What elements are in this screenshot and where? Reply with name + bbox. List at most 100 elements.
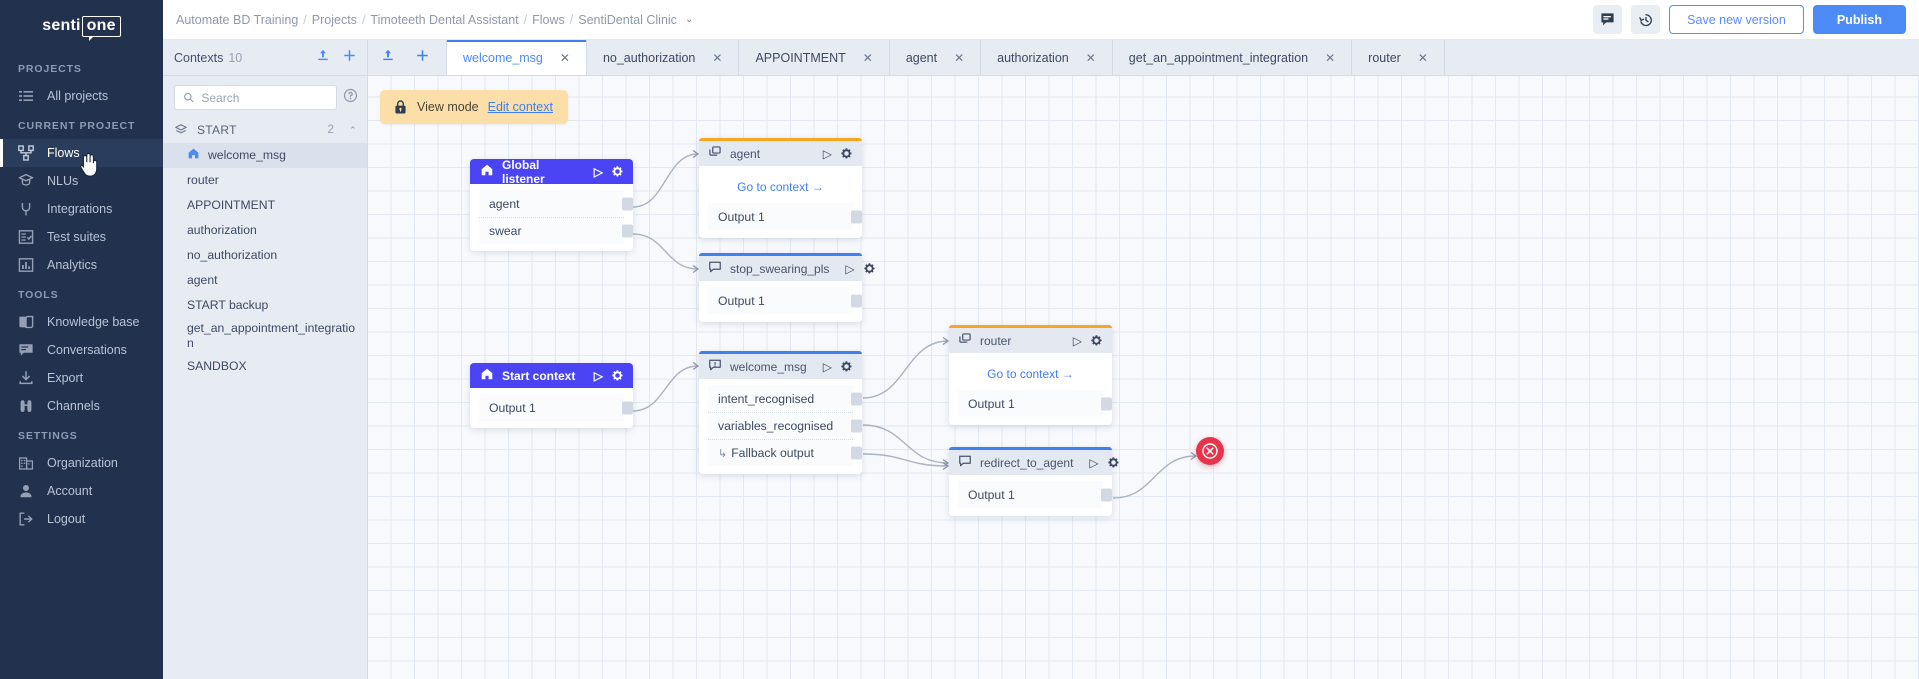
output-port[interactable] xyxy=(851,446,862,460)
tab-welcome_msg[interactable]: welcome_msg✕ xyxy=(446,40,587,75)
new-tab-button[interactable] xyxy=(415,48,430,68)
context-item-authorization[interactable]: authorization xyxy=(163,218,367,243)
node-stop-swearing-pls[interactable]: stop_swearing_pls▷ Output 1 xyxy=(699,253,875,322)
breadcrumb-item-1[interactable]: Projects xyxy=(311,12,357,27)
node-settings-button[interactable] xyxy=(840,360,853,373)
flow-canvas[interactable]: View mode Edit context Global listener▷a… xyxy=(368,76,1919,679)
node-settings-button[interactable] xyxy=(1090,334,1103,347)
node-output-row[interactable]: agent xyxy=(479,190,633,217)
sidebar-item-test-suites[interactable]: Test suites xyxy=(0,223,163,251)
node-output-row[interactable]: Output 1 xyxy=(708,287,862,314)
sidebar-item-logout[interactable]: Logout xyxy=(0,505,163,533)
help-button[interactable] xyxy=(343,88,358,108)
node-output-row[interactable]: ↳Fallback output xyxy=(708,439,862,466)
output-port[interactable] xyxy=(851,210,862,223)
output-port[interactable] xyxy=(851,419,862,433)
tab-close-icon[interactable]: ✕ xyxy=(954,50,965,65)
node-router[interactable]: router▷ Go to context →Output 1 xyxy=(949,325,1112,425)
run-node-button[interactable]: ▷ xyxy=(822,146,832,161)
node-output-row[interactable]: Output 1 xyxy=(708,203,862,230)
search-input[interactable] xyxy=(201,90,328,105)
tab-appointment[interactable]: APPOINTMENT✕ xyxy=(739,40,890,75)
output-port[interactable] xyxy=(851,294,862,307)
go-to-context-link[interactable]: Go to context → xyxy=(949,359,1112,390)
breadcrumb-item-4[interactable]: SentiDental Clinic xyxy=(578,12,677,27)
tab-get_an_appointment_integration[interactable]: get_an_appointment_integration✕ xyxy=(1113,40,1353,75)
tab-agent[interactable]: agent✕ xyxy=(890,40,982,75)
sidebar-item-analytics[interactable]: Analytics xyxy=(0,251,163,279)
chevron-up-icon[interactable]: ⌃ xyxy=(349,124,357,135)
search-box[interactable] xyxy=(174,85,337,110)
comments-button[interactable] xyxy=(1593,5,1623,34)
sidebar-item-conversations[interactable]: Conversations xyxy=(0,336,163,364)
output-port[interactable] xyxy=(622,197,633,210)
edit-context-link[interactable]: Edit context xyxy=(487,100,553,114)
breadcrumb-item-0[interactable]: Automate BD Training xyxy=(176,12,299,27)
node-settings-button[interactable] xyxy=(840,147,853,160)
run-node-button[interactable]: ▷ xyxy=(845,261,855,276)
sidebar-item-account[interactable]: Account xyxy=(0,477,163,505)
run-node-button[interactable]: ▷ xyxy=(1072,333,1082,348)
node-header[interactable]: router▷ xyxy=(949,328,1112,353)
breadcrumb-item-2[interactable]: Timoteeth Dental Assistant xyxy=(370,12,519,27)
breadcrumb-item-3[interactable]: Flows xyxy=(532,12,565,27)
context-item-sandbox[interactable]: SANDBOX xyxy=(163,354,367,379)
node-output-row[interactable]: swear xyxy=(479,217,633,244)
output-port[interactable] xyxy=(1101,488,1112,501)
tab-close-icon[interactable]: ✕ xyxy=(712,50,723,65)
run-node-button[interactable]: ▷ xyxy=(1089,455,1099,470)
node-settings-button[interactable] xyxy=(611,165,624,178)
node-output-row[interactable]: Output 1 xyxy=(479,394,633,421)
save-new-version-button[interactable]: Save new version xyxy=(1669,5,1804,34)
sidebar-item-integrations[interactable]: Integrations xyxy=(0,195,163,223)
output-port[interactable] xyxy=(622,224,633,238)
tab-close-icon[interactable]: ✕ xyxy=(1417,50,1428,65)
context-item-start-backup[interactable]: START backup xyxy=(163,293,367,318)
stop-node[interactable] xyxy=(1196,437,1224,465)
sidebar-item-organization[interactable]: Organization xyxy=(0,449,163,477)
contexts-group-start[interactable]: START 2 ⌃ xyxy=(163,116,367,143)
context-item-agent[interactable]: agent xyxy=(163,268,367,293)
node-header[interactable]: stop_swearing_pls▷ xyxy=(699,256,875,281)
output-port[interactable] xyxy=(1101,397,1112,410)
sidebar-item-export[interactable]: Export xyxy=(0,364,163,392)
tab-authorization[interactable]: authorization✕ xyxy=(981,40,1113,75)
node-redirect-to-agent[interactable]: redirect_to_agent▷Output 1 xyxy=(949,447,1119,516)
node-output-row[interactable]: variables_recognised xyxy=(708,412,862,439)
publish-button[interactable]: Publish xyxy=(1812,5,1906,34)
context-item-appointment[interactable]: APPOINTMENT xyxy=(163,193,367,218)
sidebar-item-knowledge-base[interactable]: Knowledge base xyxy=(0,308,163,336)
run-node-button[interactable]: ▷ xyxy=(822,359,832,374)
add-context-button[interactable] xyxy=(342,48,357,68)
node-output-row[interactable]: Output 1 xyxy=(958,481,1112,508)
node-settings-button[interactable] xyxy=(863,262,876,275)
run-node-button[interactable]: ▷ xyxy=(593,368,603,383)
context-item-get_an_appointment_integration[interactable]: get_an_appointment_integration xyxy=(163,318,367,354)
version-history-button[interactable] xyxy=(1631,5,1661,34)
chevron-down-icon[interactable]: ⌄ xyxy=(684,14,694,25)
node-agent[interactable]: agent▷Go to context →Output 1 xyxy=(699,138,862,238)
tab-close-icon[interactable]: ✕ xyxy=(862,50,873,65)
tab-close-icon[interactable]: ✕ xyxy=(1085,50,1096,65)
sidebar-item-channels[interactable]: Channels xyxy=(0,392,163,420)
upload-context-button[interactable] xyxy=(316,48,330,67)
import-flow-button[interactable] xyxy=(381,48,395,67)
sidebar-item-nlus[interactable]: NLUs xyxy=(0,167,163,195)
context-item-welcome_msg[interactable]: welcome_msg xyxy=(163,143,367,168)
run-node-button[interactable]: ▷ xyxy=(593,164,603,179)
tab-close-icon[interactable]: ✕ xyxy=(1325,50,1336,65)
node-settings-button[interactable] xyxy=(1107,456,1120,469)
tab-router[interactable]: router✕ xyxy=(1352,40,1445,75)
node-output-row[interactable]: Output 1 xyxy=(958,390,1112,417)
node-start-context[interactable]: Start context▷Output 1 xyxy=(470,363,633,428)
go-to-context-link[interactable]: Go to context → xyxy=(699,172,862,203)
context-item-router[interactable]: router xyxy=(163,168,367,193)
node-header[interactable]: Global listener▷ xyxy=(470,158,633,186)
node-settings-button[interactable] xyxy=(611,369,624,382)
sidebar-item-flows[interactable]: Flows xyxy=(0,139,163,167)
node-header[interactable]: welcome_msg▷ xyxy=(699,354,862,379)
sidebar-item-all-projects[interactable]: All projects xyxy=(0,82,163,110)
